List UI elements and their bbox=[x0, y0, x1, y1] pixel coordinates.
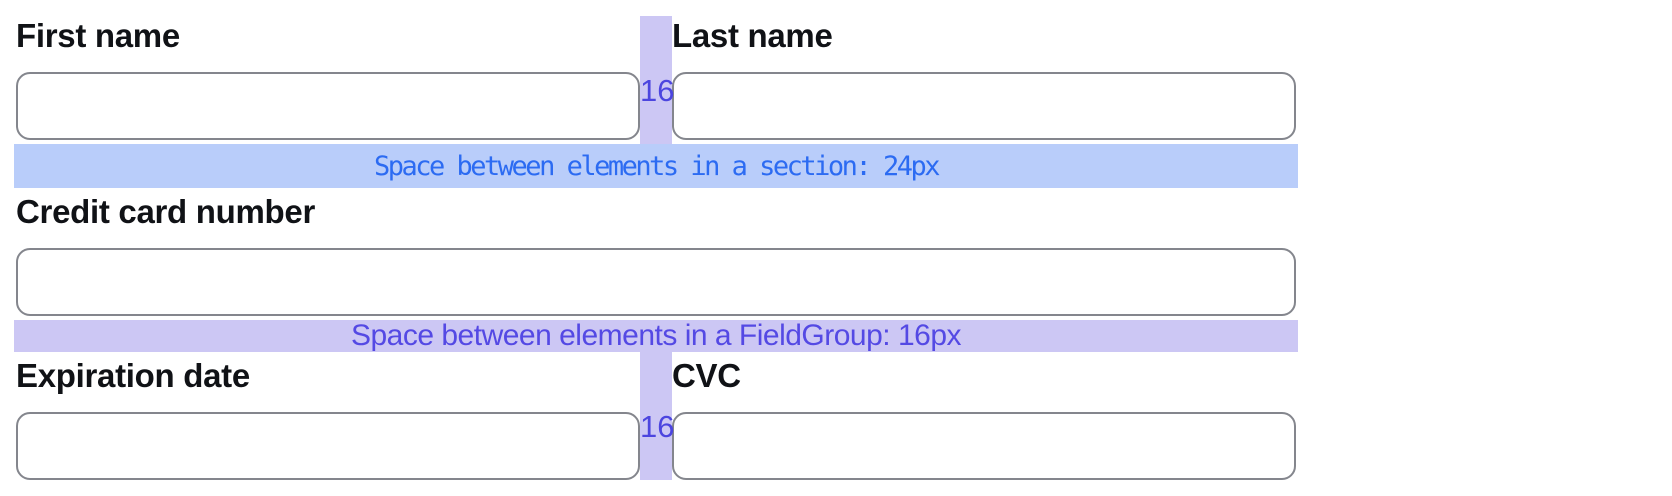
card-number-label: Credit card number bbox=[16, 193, 315, 230]
expiration-date-label: Expiration date bbox=[16, 357, 250, 394]
field-last-name: Last name bbox=[672, 16, 1296, 140]
column-gap-size-label: 16 bbox=[640, 73, 675, 108]
first-name-input[interactable] bbox=[16, 72, 640, 140]
fieldgroup-gap-indicator: Space between elements in a FieldGroup: … bbox=[14, 320, 1298, 352]
section-gap-indicator: Space between elements in a section: 24p… bbox=[14, 144, 1298, 188]
cvc-label: CVC bbox=[672, 357, 741, 394]
field-cvc: CVC bbox=[672, 356, 1296, 480]
fieldgroup-gap-note: Space between elements in a FieldGroup: … bbox=[350, 320, 962, 352]
card-number-input[interactable] bbox=[16, 248, 1296, 316]
name-row: First name 16 Last name bbox=[16, 16, 1296, 144]
column-gap-size-label: 16 bbox=[640, 409, 675, 444]
last-name-input[interactable] bbox=[672, 72, 1296, 140]
field-card-number: Credit card number bbox=[16, 192, 1296, 316]
section-gap-note: Space between elements in a section: 24p… bbox=[374, 150, 940, 182]
cvc-input[interactable] bbox=[672, 412, 1296, 480]
expiration-cvc-row: Expiration date 16 CVC bbox=[16, 352, 1296, 480]
expiration-date-input[interactable] bbox=[16, 412, 640, 480]
column-gap-indicator: 16 bbox=[640, 16, 675, 144]
first-name-label: First name bbox=[16, 17, 180, 54]
field-first-name: First name bbox=[16, 16, 640, 140]
payment-form-spacing-demo: First name 16 Last name Space between el… bbox=[14, 16, 1298, 480]
field-expiration-date: Expiration date bbox=[16, 356, 640, 480]
column-gap-indicator: 16 bbox=[640, 352, 675, 480]
last-name-label: Last name bbox=[672, 17, 833, 54]
